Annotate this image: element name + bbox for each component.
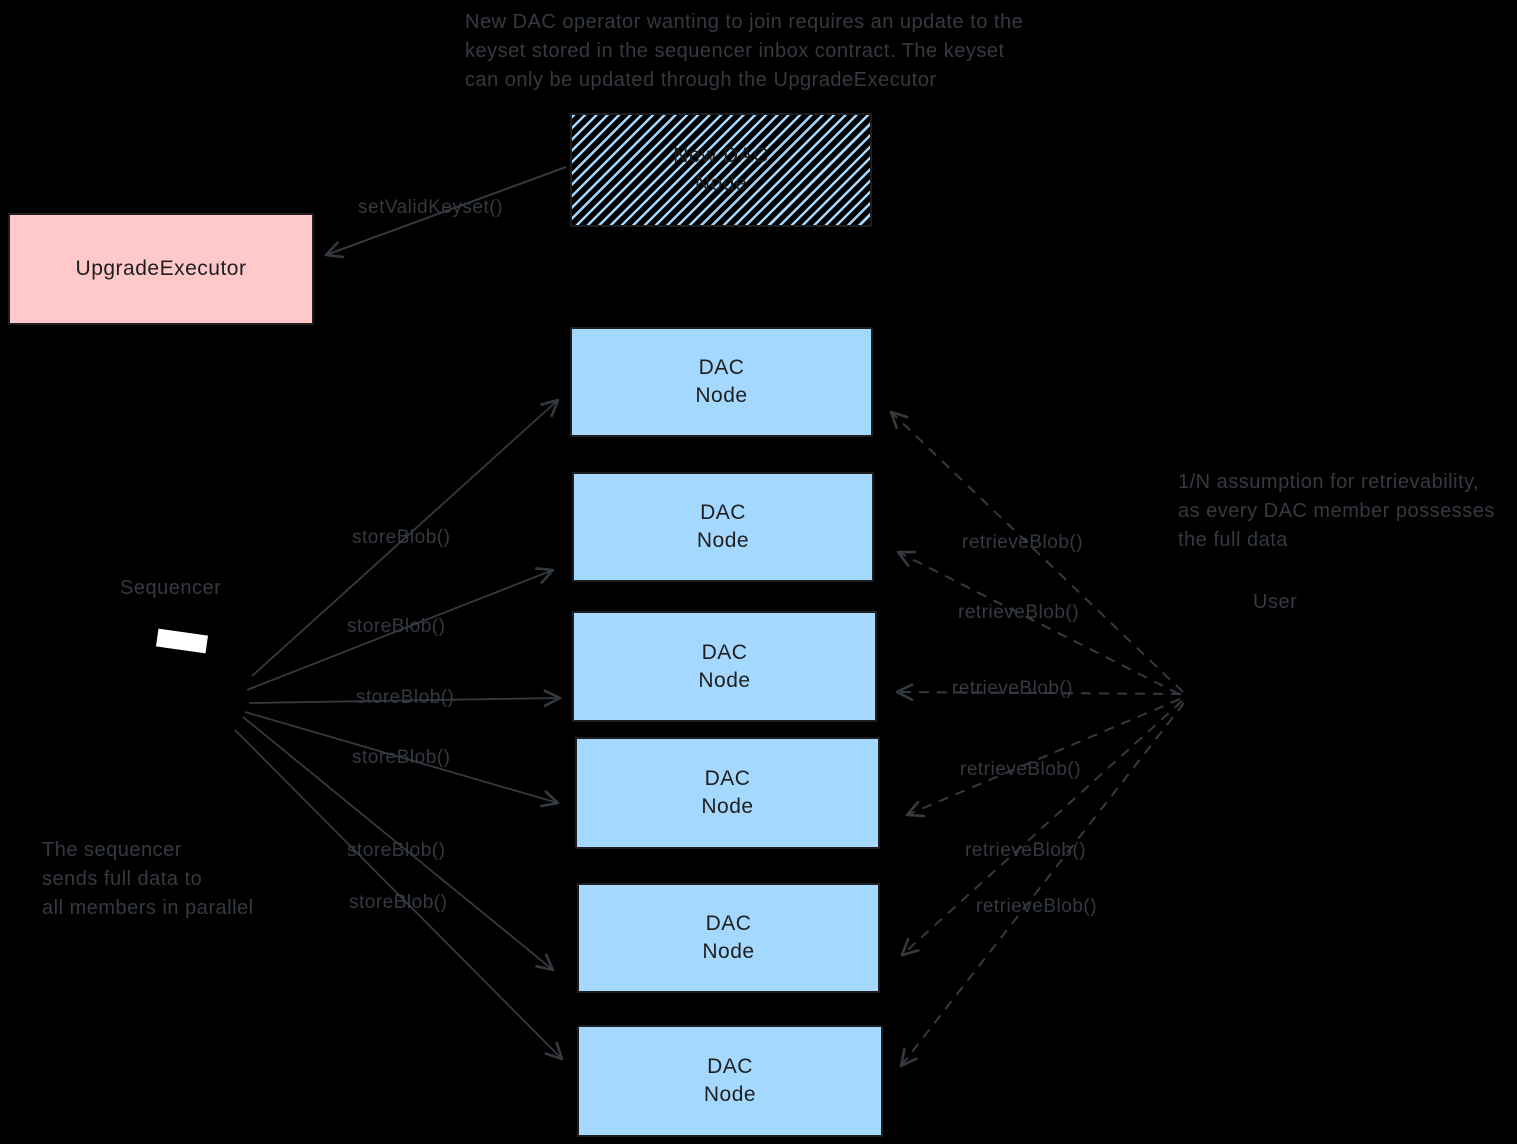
store-blob-label-5: storeBlob() bbox=[347, 840, 446, 861]
keyset-note: New DAC operator wanting to join require… bbox=[465, 8, 1023, 95]
retrievability-note-line-2: as every DAC member possesses bbox=[1178, 500, 1495, 522]
store-blob-label-2: storeBlob() bbox=[347, 616, 446, 637]
dac-node-box-1: DAC Node bbox=[570, 327, 873, 437]
parallel-note-line-1: The sequencer bbox=[42, 839, 182, 861]
dac-node-box-2: DAC Node bbox=[572, 472, 874, 582]
upgrade-executor-label: UpgradeExecutor bbox=[75, 257, 247, 280]
dac-node-2-label-line-2: Node bbox=[696, 529, 750, 552]
dac-node-6-label-line-2: Node bbox=[703, 1083, 757, 1106]
store-blob-label-1: storeBlob() bbox=[352, 527, 451, 548]
store-blob-arrow-4 bbox=[244, 711, 560, 808]
keyset-note-line-2: keyset stored in the sequencer inbox con… bbox=[465, 40, 1005, 62]
dac-node-3-label-line-2: Node bbox=[698, 668, 751, 692]
parallel-note-line-2: sends full data to bbox=[42, 868, 203, 890]
store-blob-arrow-2 bbox=[246, 567, 555, 691]
upgrade-executor-box: UpgradeExecutor bbox=[8, 213, 314, 325]
store-blob-arrow-6 bbox=[234, 729, 564, 1061]
retrieve-blob-arrow-3 bbox=[895, 683, 1182, 701]
parallel-note: The sequencer sends full data to all mem… bbox=[42, 836, 254, 923]
retrieve-blob-label-2: retrieveBlob() bbox=[958, 602, 1080, 623]
set-valid-keyset-arrow bbox=[324, 166, 567, 259]
dac-node-2-label-line-1: DAC bbox=[700, 501, 746, 524]
new-dac-node-box: New DAC Node bbox=[570, 113, 872, 227]
retrieve-blob-label-5: retrieveBlob() bbox=[965, 840, 1087, 861]
retrieve-blob-arrow-6 bbox=[899, 702, 1185, 1068]
sequencer-label: Sequencer bbox=[120, 577, 222, 599]
dac-node-4-label-line-1: DAC bbox=[704, 767, 751, 790]
new-dac-node-label-line-2: Node bbox=[694, 172, 748, 195]
store-blob-arrow-3 bbox=[248, 689, 562, 708]
retrievability-note: 1/N assumption for retrievability, as ev… bbox=[1178, 468, 1495, 555]
dac-node-box-6: DAC Node bbox=[577, 1025, 883, 1137]
dac-node-1-label-line-2: Node bbox=[695, 384, 748, 407]
retrieve-blob-label-4: retrieveBlob() bbox=[960, 759, 1082, 780]
dac-node-box-4: DAC Node bbox=[575, 737, 880, 849]
store-blob-arrow-1 bbox=[251, 398, 560, 677]
store-blob-arrow-5 bbox=[242, 716, 555, 972]
retrieve-blob-arrow-4 bbox=[905, 698, 1181, 818]
dac-node-5-label-line-2: Node bbox=[702, 940, 755, 963]
dac-node-3-label-line-1: DAC bbox=[701, 640, 748, 664]
dac-node-box-3: DAC Node bbox=[572, 611, 877, 722]
dac-node-4-label-line-2: Node bbox=[701, 795, 754, 818]
dac-node-1-label-line-1: DAC bbox=[698, 356, 745, 379]
user-label: User bbox=[1253, 591, 1298, 613]
set-valid-keyset-label: setValidKeyset() bbox=[358, 197, 503, 218]
retrievability-note-line-1: 1/N assumption for retrievability, bbox=[1178, 471, 1480, 493]
keyset-note-line-1: New DAC operator wanting to join require… bbox=[465, 11, 1024, 33]
retrieve-blob-label-1: retrieveBlob() bbox=[962, 532, 1084, 553]
dac-node-6-label-line-1: DAC bbox=[707, 1055, 753, 1078]
retrieve-blob-arrow-1 bbox=[889, 410, 1184, 693]
retrieve-blob-label-3: retrieveBlob() bbox=[952, 678, 1074, 699]
retrieve-blob-arrow-5 bbox=[900, 700, 1183, 957]
retrievability-note-line-3: the full data bbox=[1178, 529, 1288, 551]
new-dac-node-label-line-1: New DAC bbox=[673, 144, 769, 167]
retrieve-blob-label-6: retrieveBlob() bbox=[976, 896, 1098, 917]
dac-node-box-5: DAC Node bbox=[577, 883, 880, 993]
keyset-note-line-3: can only be updated through the UpgradeE… bbox=[465, 69, 937, 91]
parallel-note-line-3: all members in parallel bbox=[42, 897, 254, 919]
store-blob-label-3: storeBlob() bbox=[356, 687, 455, 708]
store-blob-label-6: storeBlob() bbox=[349, 892, 448, 913]
dac-node-5-label-line-1: DAC bbox=[705, 912, 752, 935]
store-blob-label-4: storeBlob() bbox=[352, 747, 451, 768]
